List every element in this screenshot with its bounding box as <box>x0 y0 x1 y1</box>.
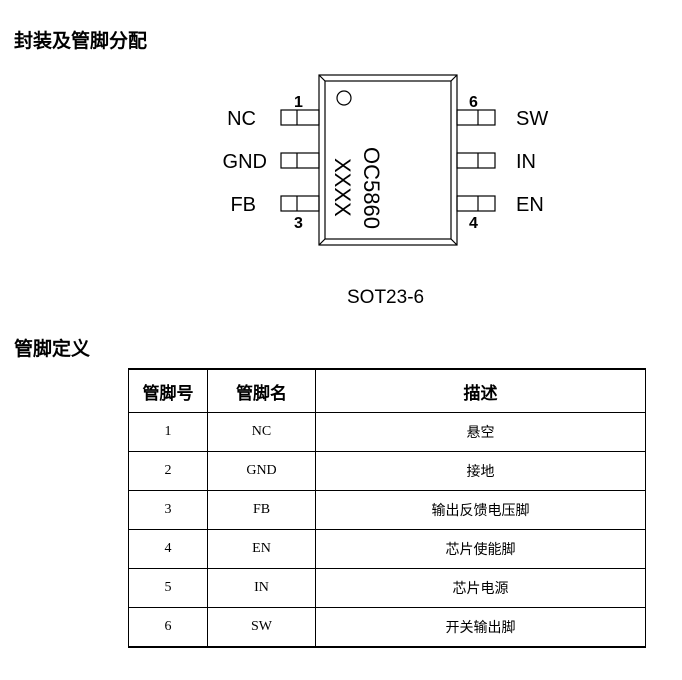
table-header-row: 管脚号 管脚名 描述 <box>128 368 646 413</box>
chip-marking: OC5860 <box>359 147 384 229</box>
pin-number-4: 4 <box>469 215 478 232</box>
header-pin-name: 管脚名 <box>207 368 316 413</box>
pin-number-1: 1 <box>294 94 303 111</box>
pin-name-cell: GND <box>207 451 316 491</box>
package-name: SOT23-6 <box>347 287 424 308</box>
pin-description-cell: 接地 <box>315 451 646 491</box>
pin-description-cell: 芯片电源 <box>315 568 646 608</box>
right-pin-leads <box>456 109 496 212</box>
pin-number-cell: 2 <box>128 451 208 491</box>
header-pin-number: 管脚号 <box>128 368 208 413</box>
pinout-diagram: NC GND FB SW IN EN SOT23-6 OC5860 XXXX 1… <box>223 74 548 308</box>
pin-number-cell: 3 <box>128 490 208 530</box>
pin-description-cell: 悬空 <box>315 412 646 452</box>
pin-number-cell: 4 <box>128 529 208 569</box>
pin-number-cell: 6 <box>128 607 208 648</box>
pin1-marker-dot <box>336 90 352 106</box>
section-heading-package: 封装及管脚分配 <box>14 30 148 52</box>
pin-name-cell: NC <box>207 412 316 452</box>
pin-description-cell: 输出反馈电压脚 <box>315 490 646 530</box>
pin-number-6: 6 <box>469 94 478 111</box>
pin-label-en: EN <box>516 194 544 216</box>
header-description: 描述 <box>315 368 646 413</box>
section-heading-definition: 管脚定义 <box>14 338 91 360</box>
pin-number-3: 3 <box>294 215 303 232</box>
pin-number-cell: 5 <box>128 568 208 608</box>
pin-name-cell: IN <box>207 568 316 608</box>
pin-label-fb: FB <box>230 194 256 216</box>
pin-name-cell: EN <box>207 529 316 569</box>
pin-label-gnd: GND <box>223 151 267 173</box>
pin-name-cell: SW <box>207 607 316 648</box>
pin-label-sw: SW <box>516 108 548 130</box>
chip-lot-code: XXXX <box>330 158 355 217</box>
pin-label-nc: NC <box>227 108 256 130</box>
left-pin-leads <box>280 109 320 212</box>
pin-name-cell: FB <box>207 490 316 530</box>
pin-description-cell: 芯片使能脚 <box>315 529 646 569</box>
pin-label-in: IN <box>516 151 536 173</box>
pin-description-cell: 开关输出脚 <box>315 607 646 648</box>
pin-number-cell: 1 <box>128 412 208 452</box>
